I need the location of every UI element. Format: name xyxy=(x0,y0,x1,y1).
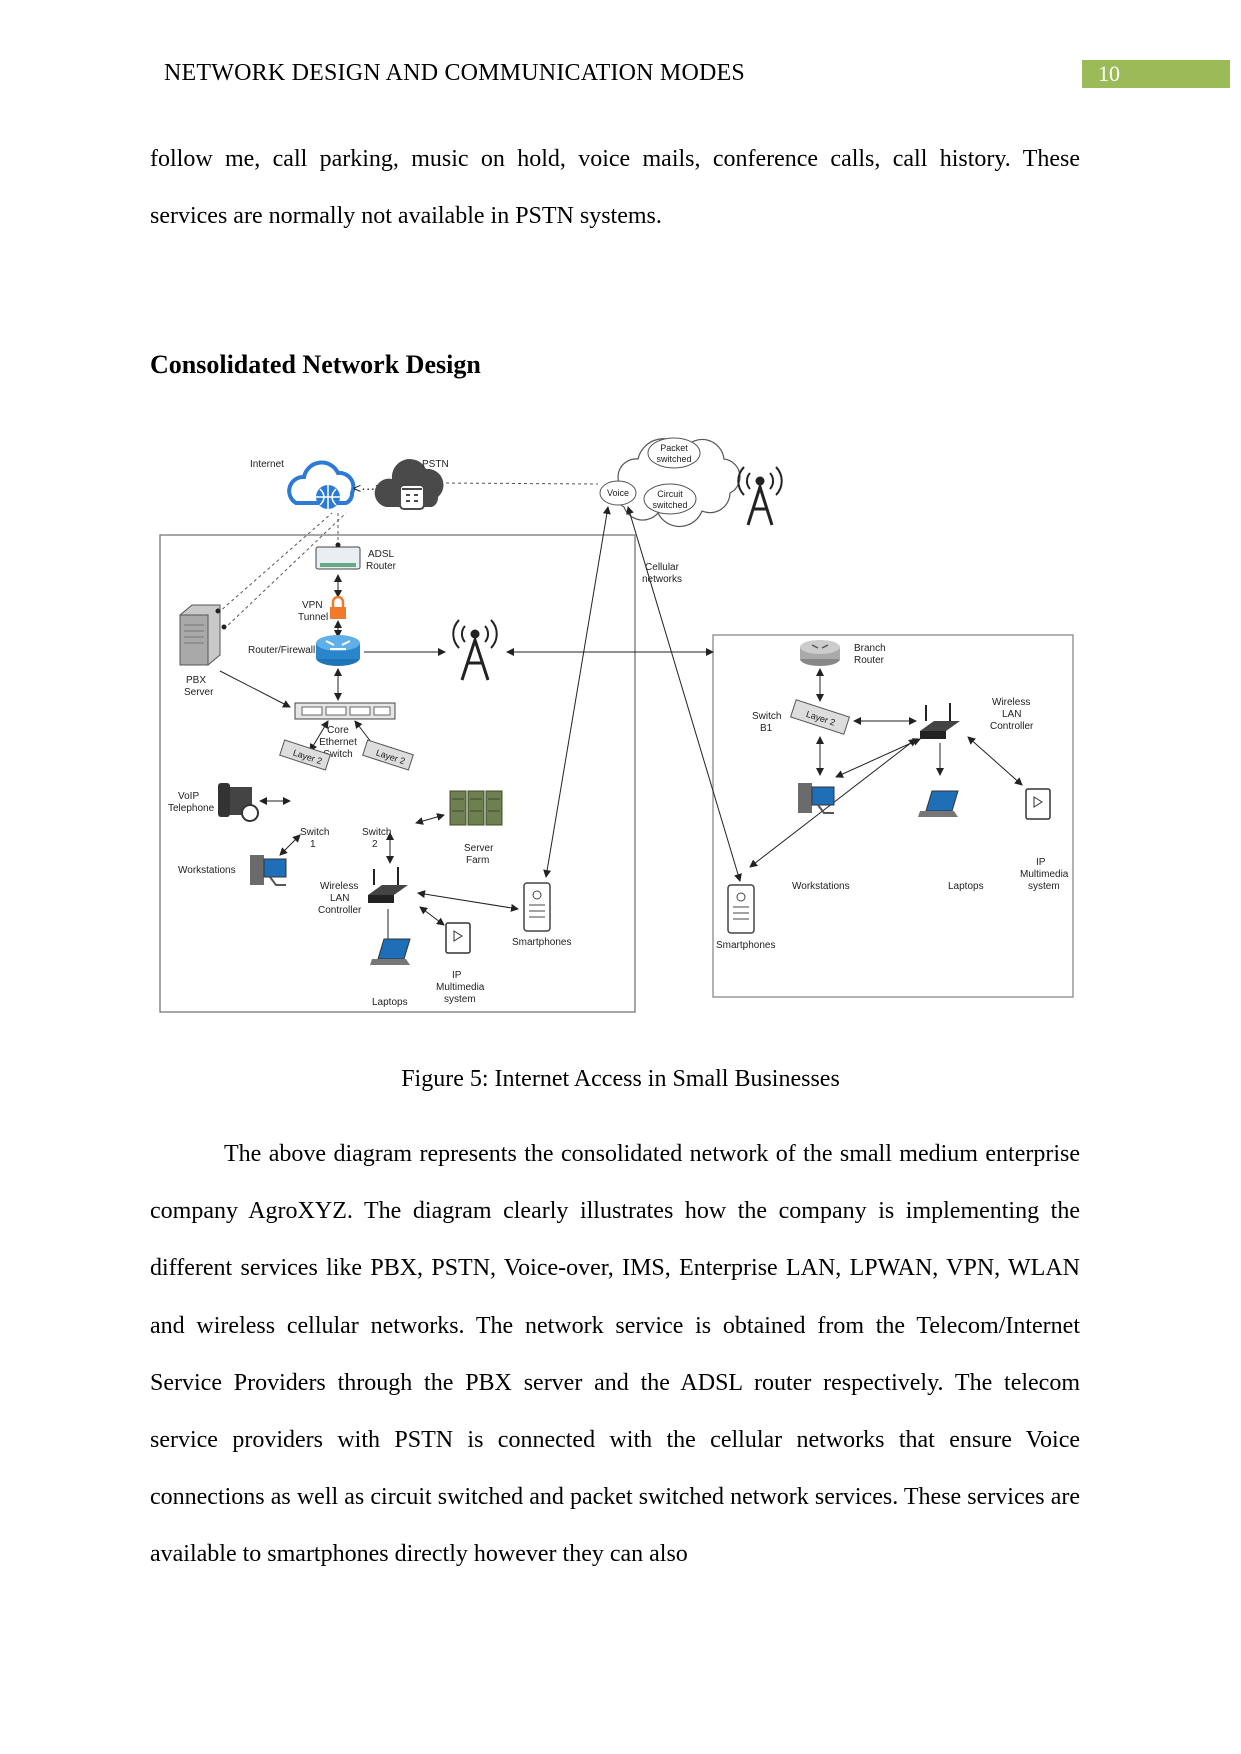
serverfarm-line2: Farm xyxy=(466,855,489,866)
voip-line2: Telephone xyxy=(168,803,215,814)
pbx-server-icon xyxy=(179,604,221,666)
branch-workstation-icon xyxy=(798,783,835,814)
cellular-line1: Cellular xyxy=(645,562,680,573)
core-line3: Switch xyxy=(323,749,352,760)
wlan-controller-icon xyxy=(368,867,408,903)
circuit-line1: Circuit xyxy=(657,489,683,499)
router-firewall-label: Router/Firewall xyxy=(248,645,315,656)
branch-smartphone-icon xyxy=(727,884,755,934)
voice-label: Voice xyxy=(607,488,629,498)
adsl-line2: Router xyxy=(366,561,397,572)
figure-caption: Figure 5: Internet Access in Small Busin… xyxy=(401,1066,840,1092)
section-heading: Consolidated Network Design xyxy=(150,350,481,379)
wlan-line3: Controller xyxy=(318,905,362,916)
router-firewall-icon xyxy=(316,635,360,666)
vpn-lock-icon xyxy=(330,595,346,619)
pbx-line1: PBX xyxy=(186,675,206,686)
ipmm-line2: Multimedia xyxy=(436,982,485,993)
bwlan-line1: Wireless xyxy=(992,697,1030,708)
network-diagram: Internet <···> PSTN Packet switched Voic… xyxy=(159,437,1074,1013)
intro-paragraph: follow me, call parking, music on hold, … xyxy=(150,146,1080,230)
switch-b1-icon xyxy=(789,699,851,735)
laptops-label: Laptops xyxy=(372,997,408,1008)
smartphone-icon xyxy=(523,882,551,932)
wlan-line2: LAN xyxy=(330,893,349,904)
branch-router-icon xyxy=(800,640,840,666)
page-number: 10 xyxy=(1082,60,1230,88)
pstn-label: PSTN xyxy=(422,459,449,470)
bipmm-line2: Multimedia xyxy=(1020,869,1069,880)
bwlan-line2: LAN xyxy=(1002,709,1021,720)
switchb1-line2: B1 xyxy=(760,723,773,734)
workstations-label: Workstations xyxy=(178,865,236,876)
branch-wlan-controller-icon xyxy=(920,703,960,739)
pbx-line2: Server xyxy=(184,687,214,698)
pstn-cloud-icon xyxy=(374,459,444,510)
bwlan-line3: Controller xyxy=(990,721,1034,732)
vpn-line1: VPN xyxy=(302,600,323,611)
switch1-line1: Switch xyxy=(300,827,329,838)
branch-smartphones-label: Smartphones xyxy=(716,940,775,951)
network-diagram-figure: Internet <···> PSTN Packet switched Voic… xyxy=(150,415,1080,1015)
serverfarm-line1: Server xyxy=(464,843,494,854)
pstn-voice-link xyxy=(439,482,599,485)
internet-label: Internet xyxy=(250,459,284,470)
switch1-icon xyxy=(279,739,331,771)
branchrouter-line2: Router xyxy=(854,655,885,666)
adsl-line1: ADSL xyxy=(368,549,395,560)
body-paragraph: The above diagram represents the consoli… xyxy=(150,1141,1080,1568)
core-line1: Core xyxy=(327,725,349,736)
ipmm-line1: IP xyxy=(452,970,462,981)
laptop-icon xyxy=(370,938,411,965)
branch-ip-multimedia-icon xyxy=(1025,788,1051,820)
switch2-line1: Switch xyxy=(362,827,391,838)
circuit-line2: switched xyxy=(652,500,687,510)
switch2-line2: 2 xyxy=(372,839,378,850)
switch1-line2: 1 xyxy=(310,839,316,850)
running-header: NETWORK DESIGN AND COMMUNICATION MODES xyxy=(164,60,745,86)
wireless-tower-icon xyxy=(452,619,498,681)
branchrouter-line1: Branch xyxy=(854,643,886,654)
cellular-line2: networks xyxy=(642,574,682,585)
switchb1-line1: Switch xyxy=(752,711,781,722)
workstation-icon xyxy=(250,855,287,886)
bipmm-line1: IP xyxy=(1036,857,1046,868)
packet-line1: Packet xyxy=(660,443,688,453)
vpn-line2: Tunnel xyxy=(298,612,328,623)
core-switch-icon xyxy=(294,702,396,720)
smartphones-label: Smartphones xyxy=(512,937,571,948)
branch-laptop-icon xyxy=(918,790,959,817)
wlan-line1: Wireless xyxy=(320,881,358,892)
core-line2: Ethernet xyxy=(319,737,357,748)
server-farm-icon xyxy=(449,790,503,826)
adsl-router-icon xyxy=(315,546,361,570)
voip-telephone-icon xyxy=(218,783,259,822)
ip-multimedia-icon xyxy=(445,922,471,954)
voip-line1: VoIP xyxy=(178,791,199,802)
branch-workstations-label: Workstations xyxy=(792,881,850,892)
branch-laptops-label: Laptops xyxy=(948,881,984,892)
cellular-tower-icon xyxy=(737,466,783,526)
bipmm-line3: system xyxy=(1028,881,1060,892)
internet-cloud-icon xyxy=(287,460,356,509)
packet-line2: switched xyxy=(656,454,691,464)
ipmm-line3: system xyxy=(444,994,476,1005)
switch2-icon xyxy=(362,739,414,771)
